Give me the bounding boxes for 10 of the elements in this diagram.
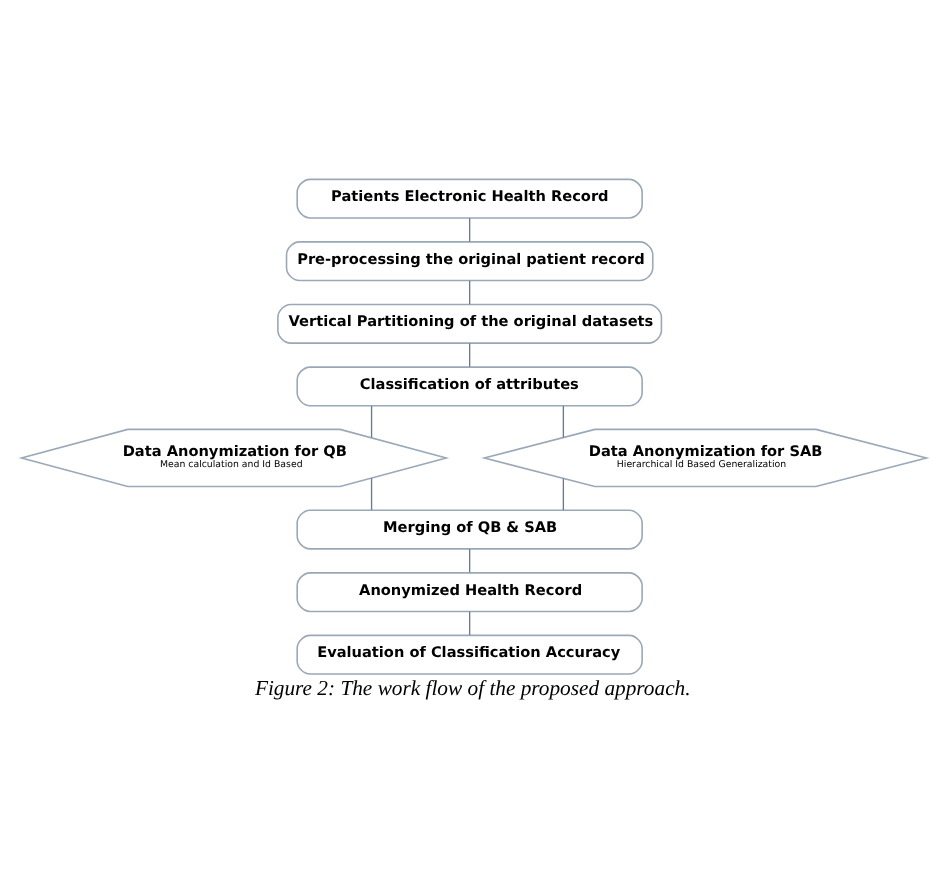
connector bbox=[469, 279, 471, 304]
connector bbox=[469, 341, 471, 367]
connector bbox=[370, 404, 373, 438]
connector bbox=[562, 404, 565, 438]
connector bbox=[562, 477, 565, 510]
caption: Figure 2: The work flow of the proposed approach. bbox=[254, 678, 691, 701]
connector bbox=[370, 476, 373, 510]
connector bbox=[469, 609, 471, 635]
connector bbox=[469, 216, 471, 242]
connector bbox=[469, 547, 471, 573]
